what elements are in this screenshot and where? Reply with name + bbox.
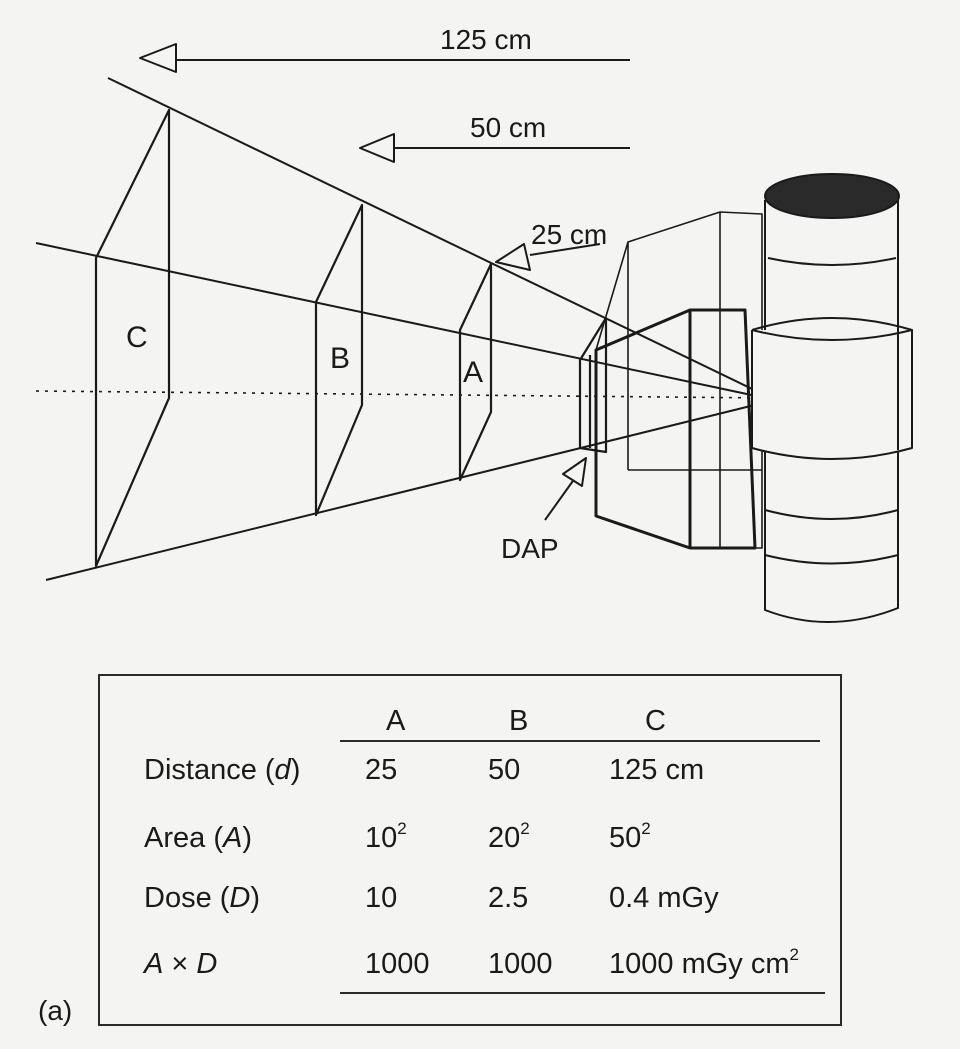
column-header-c: C [645,705,666,737]
area-c: 502 [609,819,651,854]
plane-b [314,203,364,517]
row-label-area: Area (A) [144,822,252,854]
beam-edge-top [107,77,776,401]
dap-table-frame [98,674,842,1026]
collimator-box [594,308,757,550]
distance-b: 50 [488,754,521,786]
dose-c: 0.4 mGy [609,882,719,914]
area-b: 202 [488,819,530,854]
table-bottom-rule [340,992,825,994]
xray-tube [751,173,913,623]
product-b: 1000 [488,948,553,980]
arrow-50cm [359,133,630,163]
dose-a: 10 [365,882,398,914]
area-a: 102 [365,819,407,854]
dap-label: DAP [501,533,559,564]
distance-c: 125 cm [609,754,705,786]
column-header-a: A [386,705,406,737]
plane-c [94,108,171,568]
arrow-dap [544,457,587,521]
arrow-125cm [139,43,630,73]
dose-b: 2.5 [488,882,529,914]
distance-label-50: 50 cm [470,112,546,143]
row-label-distance: Distance (d) [144,754,301,786]
row-label-dose: Dose (D) [144,882,261,914]
plane-label-b: B [330,342,350,375]
plane-label-a: A [463,356,483,389]
product-a: 1000 [365,948,430,980]
figure-caption: (a) [38,995,73,1026]
plane-label-c: C [126,321,148,354]
distance-label-125: 125 cm [440,24,532,55]
arrow-25cm [495,243,601,271]
dap-geometry-diagram: 125 cm 50 cm 25 cm C B A DAP [35,24,913,623]
beam-axis [35,390,771,399]
beam-edge-left [35,242,776,401]
table-top-rule [340,740,820,742]
plane-a [458,262,493,482]
column-header-b: B [509,705,529,737]
row-label-product: A × D [144,948,218,980]
dap-chamber [578,316,608,454]
product-c: 1000 mGy cm2 [609,945,799,980]
beam-edge-bottom [45,399,776,581]
distance-label-25: 25 cm [531,219,607,250]
distance-a: 25 [365,754,398,786]
